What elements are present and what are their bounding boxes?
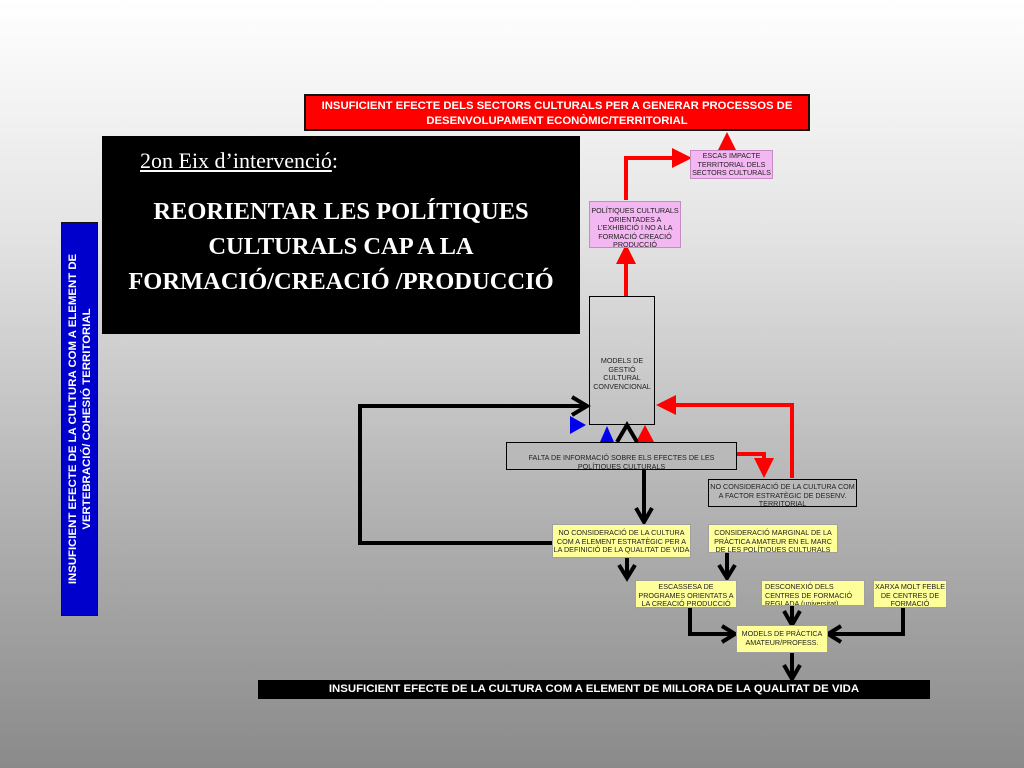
box-escassesa-programes-text: ESCASSESA DE PROGRAMES ORIENTATS A LA CR… xyxy=(638,582,734,608)
box-models-amateur-text: MODELS DE PRÀCTICA AMATEUR/PROFESS. xyxy=(741,629,823,647)
box-desconnexio-centres-text: DESCONEXIÓ DELS CENTRES DE FORMACIÓ REGL… xyxy=(765,582,853,606)
box-no-consideracio-factor-text: NO CONSIDERACIÓ DE LA CULTURA COM A FACT… xyxy=(710,482,855,507)
top-banner-text: INSUFICIENT EFECTE DELS SECTORS CULTURAL… xyxy=(321,100,793,127)
blue-arrowhead-right xyxy=(570,416,586,434)
box-falta-informacio-text: FALTA DE INFORMACIÓ SOBRE ELS EFECTES DE… xyxy=(528,453,715,470)
arrowhead-loop xyxy=(570,395,591,417)
red-arrowhead xyxy=(636,425,654,442)
bottom-banner: INSUFICIENT EFECTE DE LA CULTURA COM A E… xyxy=(258,680,930,699)
axis-subtitle-colon: : xyxy=(331,148,338,173)
bottom-banner-text: INSUFICIENT EFECTE DE LA CULTURA COM A E… xyxy=(328,683,860,695)
box-no-consideracio-element-text: NO CONSIDERACIÓ DE LA CULTURA COM A ELEM… xyxy=(553,528,690,555)
title-panel: 2on Eix d’intervenció: REORIENTAR LES PO… xyxy=(102,136,580,334)
box-xarxa-feble: XARXA MOLT FEBLE DE CENTRES DE FORMACIÓ xyxy=(873,580,947,608)
box-escas-impacte: ESCAS IMPACTE TERRITORIAL DELS SECTORS C… xyxy=(690,150,773,179)
box-consideracio-marginal-text: CONSIDERACIÓ MARGINAL DE LA PRÀCTICA AMA… xyxy=(714,528,832,553)
box-escassesa-programes: ESCASSESA DE PROGRAMES ORIENTATS A LA CR… xyxy=(635,580,737,608)
box-xarxa-feble-text: XARXA MOLT FEBLE DE CENTRES DE FORMACIÓ xyxy=(874,582,946,608)
axis-title: REORIENTAR LES POLÍTIQUES CULTURALS CAP … xyxy=(128,198,554,295)
box-politiques-exhibicio-text: POLÍTIQUES CULTURALS ORIENTADES A L’EXHI… xyxy=(591,206,679,248)
axis-subtitle: 2on Eix d’intervenció: xyxy=(140,148,338,174)
arrow-xarxa-to-amateur xyxy=(830,608,905,636)
side-banner-text: INSUFICIENT EFECTE DE LA CULTURA COM A E… xyxy=(66,253,93,585)
box-falta-informacio: FALTA DE INFORMACIÓ SOBRE ELS EFECTES DE… xyxy=(506,442,737,470)
arrow-factor-to-models xyxy=(656,395,794,478)
blue-arrowhead-up xyxy=(600,426,614,442)
box-models-convencional-text: MODELS DE GESTIÓ CULTURAL CONVENCIONAL xyxy=(593,356,651,391)
axis-subtitle-text: 2on Eix d’intervenció xyxy=(140,148,332,173)
arrowhead-up-models xyxy=(615,421,639,444)
box-politiques-exhibicio: POLÍTIQUES CULTURALS ORIENTADES A L’EXHI… xyxy=(589,201,681,248)
top-banner: INSUFICIENT EFECTE DELS SECTORS CULTURAL… xyxy=(304,94,810,131)
box-no-consideracio-factor: NO CONSIDERACIÓ DE LA CULTURA COM A FACT… xyxy=(708,479,857,507)
arrow-falta-to-factor xyxy=(737,452,774,478)
arrow-politiques-to-escas xyxy=(624,148,692,200)
box-models-convencional: MODELS DE GESTIÓ CULTURAL CONVENCIONAL xyxy=(589,296,655,425)
side-banner: INSUFICIENT EFECTE DE LA CULTURA COM A E… xyxy=(61,222,98,616)
box-no-consideracio-element: NO CONSIDERACIÓ DE LA CULTURA COM A ELEM… xyxy=(552,524,691,558)
box-consideracio-marginal: CONSIDERACIÓ MARGINAL DE LA PRÀCTICA AMA… xyxy=(708,524,838,553)
arrow-loop-to-models xyxy=(358,404,586,545)
arrow-escassesa-to-amateur xyxy=(688,608,733,636)
box-desconnexio-centres: DESCONEXIÓ DELS CENTRES DE FORMACIÓ REGL… xyxy=(761,580,865,606)
box-escas-impacte-text: ESCAS IMPACTE TERRITORIAL DELS SECTORS C… xyxy=(692,151,771,178)
box-models-amateur: MODELS DE PRÀCTICA AMATEUR/PROFESS. xyxy=(736,625,828,653)
